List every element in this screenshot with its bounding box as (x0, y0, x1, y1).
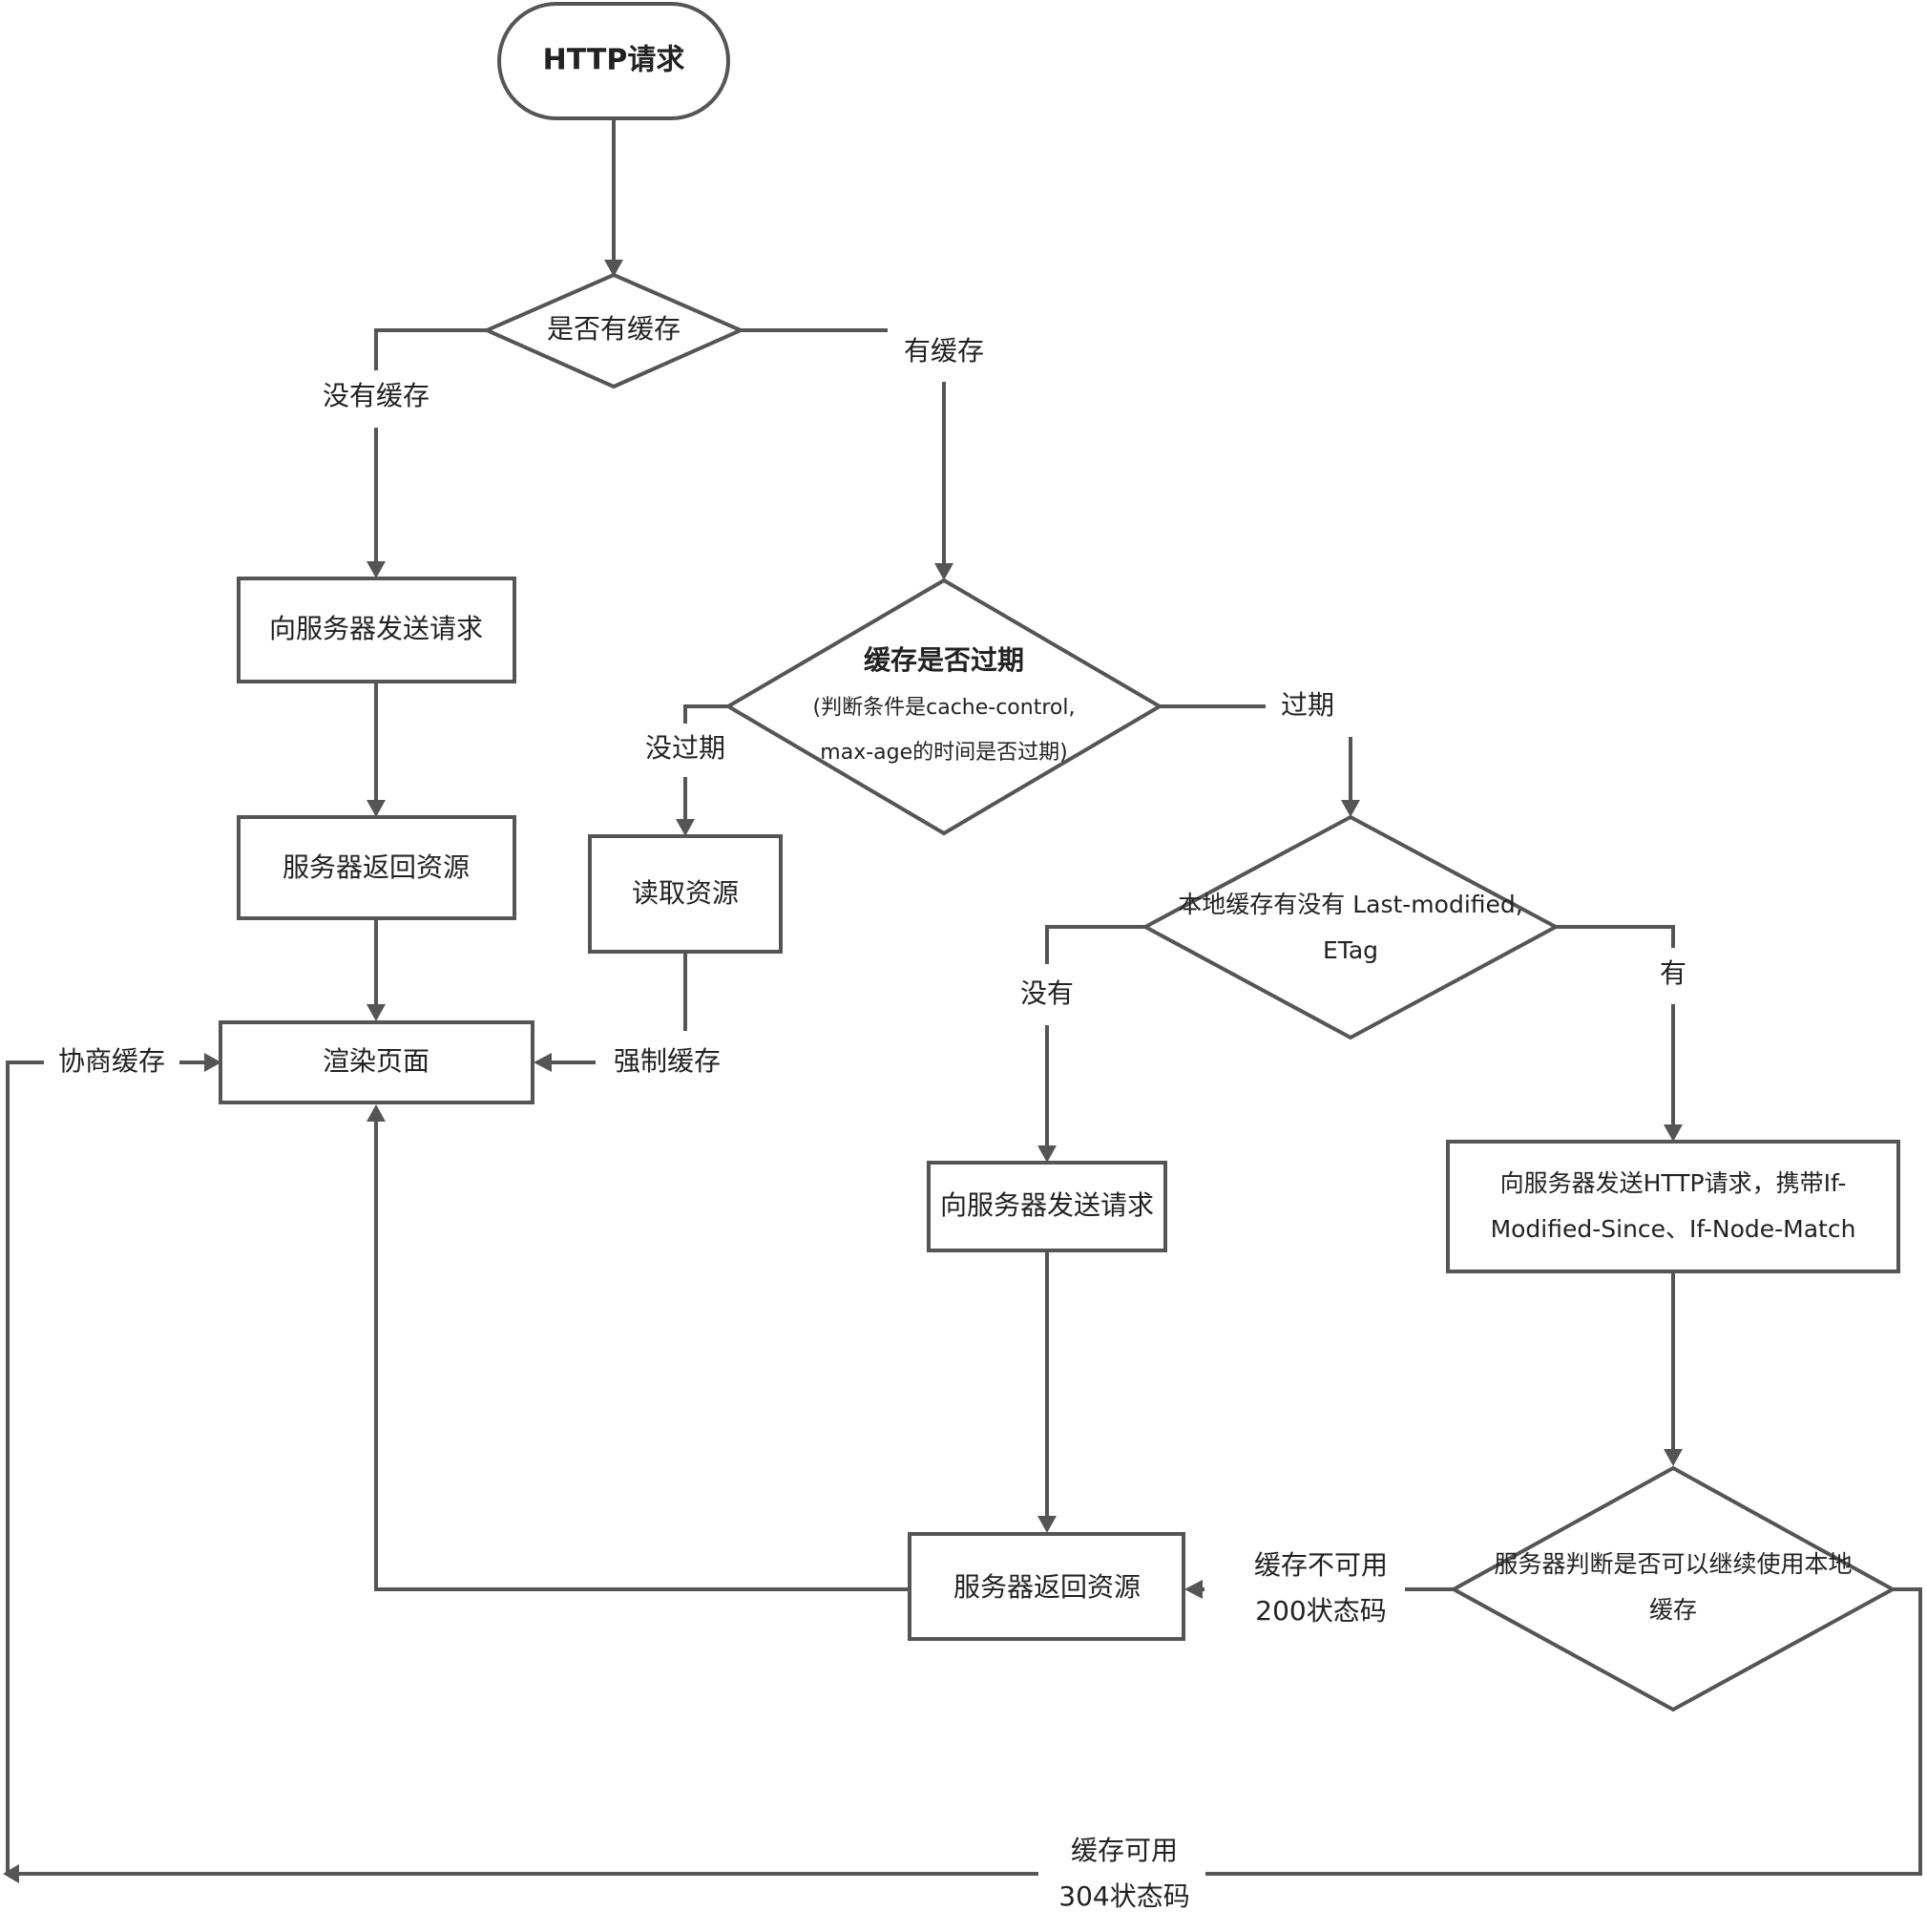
render-page-label: 渲染页面 (323, 1045, 429, 1077)
connector-no-cache-upper (374, 328, 487, 370)
arrowhead (1341, 800, 1360, 817)
start-node (497, 2, 730, 120)
edge-label-no-cache: 没有缓存 (323, 380, 429, 411)
server-return-label-1: 服务器返回资源 (283, 851, 470, 883)
send-request-label-1: 向服务器发送请求 (269, 613, 483, 644)
server-judge-label-2: 缓存 (1649, 1596, 1697, 1624)
edge-label-status-200: 200状态码 (1255, 1595, 1386, 1627)
server-judge-decision (1449, 1465, 1897, 1712)
connector-not-expired-upper (683, 704, 728, 724)
has-cache-label: 是否有缓存 (547, 313, 681, 345)
cache-expired-title: 缓存是否过期 (864, 644, 1024, 676)
arrowhead (676, 819, 695, 836)
arrowhead (204, 1053, 221, 1072)
conditional-request-label-2: Modified-Since、If-Node-Match (1491, 1215, 1856, 1243)
connector-return-2-to-render (374, 1122, 910, 1591)
edge-label-has-cache: 有缓存 (904, 335, 984, 367)
server-return-box-1 (237, 815, 516, 920)
edge-label-not-expired: 没过期 (645, 732, 725, 764)
arrowhead (1037, 1516, 1057, 1533)
has-cache-decision (482, 272, 745, 389)
arrowhead (367, 561, 386, 578)
arrowhead (367, 1004, 386, 1021)
cache-expired-condition-2: max-age的时间是否过期) (820, 741, 1067, 765)
arrowhead (367, 800, 386, 817)
cache-expired-condition-1: (判断条件是cache-control, (813, 696, 1076, 720)
edge-label-negotiated-cache: 协商缓存 (58, 1045, 165, 1077)
edge-label-forced-cache: 强制缓存 (614, 1045, 721, 1077)
edge-label-expired: 过期 (1281, 689, 1334, 721)
send-request-box-2 (927, 1161, 1167, 1252)
arrowhead (1037, 1145, 1057, 1163)
arrowhead (534, 1053, 552, 1072)
validators-label-2: ETag (1323, 936, 1378, 964)
read-resource-box (588, 834, 783, 954)
validators-decision (1141, 814, 1560, 1040)
server-return-label-2: 服务器返回资源 (953, 1571, 1141, 1603)
cache-expired-decision (724, 578, 1163, 836)
server-return-box-2 (908, 1532, 1185, 1641)
connector-304-return-left (6, 1060, 1038, 1876)
edge-label-cache-unavailable: 缓存不可用 (1254, 1549, 1388, 1581)
arrowhead (1664, 1124, 1683, 1142)
connector-304-path-right (1205, 1587, 1922, 1876)
edge-label-has-validators: 有 (1660, 957, 1686, 989)
arrowhead (604, 260, 623, 277)
arrowhead (934, 563, 953, 580)
server-judge-label-1: 服务器判断是否可以继续使用本地 (1494, 1550, 1852, 1578)
arrowhead (3, 1864, 19, 1883)
validators-label-1: 本地缓存有没有 Last-modified, (1178, 891, 1522, 918)
send-request-box-1 (237, 577, 516, 683)
send-request-label-2: 向服务器发送请求 (940, 1189, 1154, 1221)
edge-label-no-validators: 没有 (1020, 977, 1074, 1009)
connector-has-validators-upper (1556, 925, 1675, 948)
edge-label-cache-available: 缓存可用 (1071, 1835, 1178, 1866)
start-node-label: HTTP请求 (543, 44, 685, 77)
arrowhead (367, 1104, 386, 1122)
connector-no-validators-upper (1045, 925, 1145, 964)
arrowhead (1664, 1449, 1683, 1466)
render-page-box (219, 1020, 534, 1104)
arrowhead (1184, 1580, 1203, 1599)
conditional-request-label-1: 向服务器发送HTTP请求，携带If- (1500, 1169, 1847, 1197)
edge-label-status-304: 304状态码 (1058, 1880, 1189, 1912)
read-resource-label: 读取资源 (632, 877, 739, 909)
conditional-request-box (1446, 1140, 1900, 1273)
